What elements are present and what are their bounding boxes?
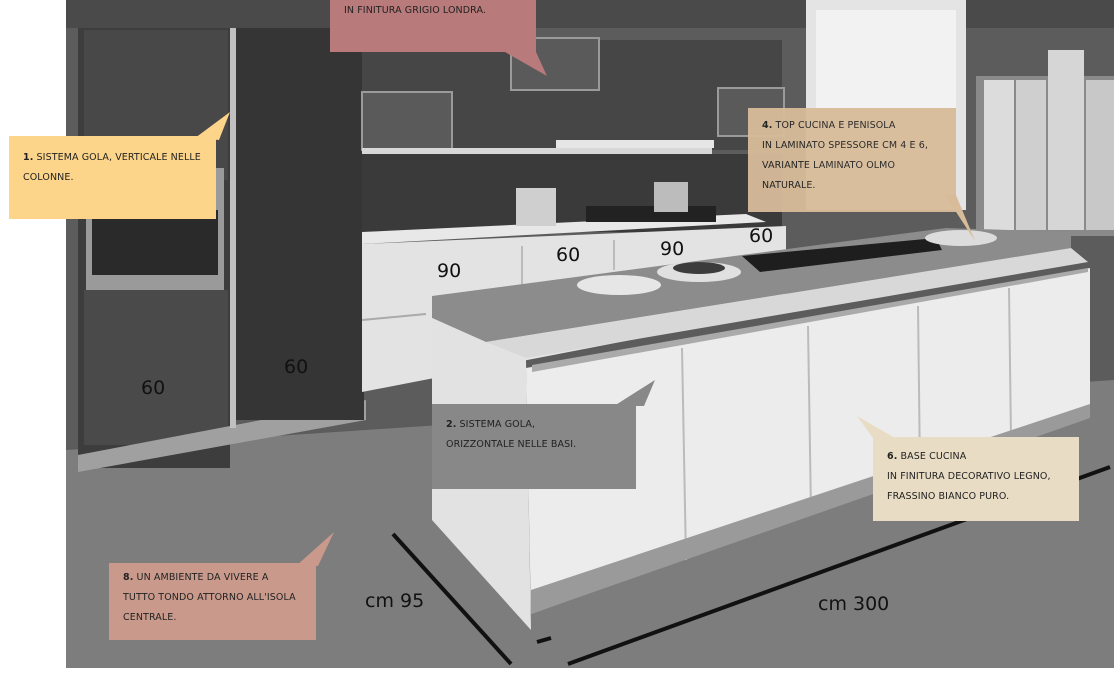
callout-4-text: TOP CUCINA E PENISOLA IN LAMINATO SPESSO… (762, 120, 929, 191)
callout-6-text: BASE CUCINA IN FINITURA DECORATIVO LEGNO… (887, 451, 1051, 502)
callout-1-text: SISTEMA GOLA, VERTICALE NELLE COLONNE. (23, 152, 201, 183)
callout-8-tail (296, 532, 334, 566)
depth-tick (536, 636, 552, 644)
callout-2-text: SISTEMA GOLA, ORIZZONTALE NELLE BASI. (446, 419, 577, 450)
callout-top-tail (505, 52, 547, 76)
callout-2: 2. SISTEMA GOLA, ORIZZONTALE NELLE BASI. (432, 404, 636, 489)
callout-6-tail (857, 416, 895, 438)
callout-8-number: 8. (123, 572, 134, 583)
dimension-depth: cm 95 (365, 590, 425, 612)
callout-2-tail (614, 380, 655, 406)
callout-2-number: 2. (446, 419, 457, 430)
dimension-base-60-left: 60 (556, 244, 581, 266)
callout-8: 8. UN AMBIENTE DA VIVERE A TUTTO TONDO A… (109, 563, 316, 640)
callout-1: 1. SISTEMA GOLA, VERTICALE NELLE COLONNE… (9, 136, 216, 219)
dimension-length: cm 300 (818, 593, 890, 615)
dimension-column-2: 60 (284, 356, 309, 378)
callout-4: 4. TOP CUCINA E PENISOLA IN LAMINATO SPE… (748, 108, 956, 212)
dimension-column-1: 60 (141, 377, 166, 399)
depth-line (391, 532, 513, 666)
callout-1-tail (195, 112, 230, 140)
callout-1-number: 1. (23, 152, 34, 163)
callout-top: IN FINITURA GRIGIO LONDRA. (330, 0, 536, 52)
callout-4-number: 4. (762, 120, 773, 131)
callout-6-number: 6. (887, 451, 898, 462)
dimension-base-90-left: 90 (437, 260, 462, 282)
dimension-base-90-right: 90 (660, 238, 685, 260)
dimension-base-60-right: 60 (749, 225, 774, 247)
callout-6: 6. BASE CUCINA IN FINITURA DECORATIVO LE… (873, 437, 1079, 521)
callout-top-text: IN FINITURA GRIGIO LONDRA. (344, 5, 487, 16)
callout-4-tail (945, 195, 975, 241)
callout-8-text: UN AMBIENTE DA VIVERE A TUTTO TONDO ATTO… (123, 572, 296, 623)
